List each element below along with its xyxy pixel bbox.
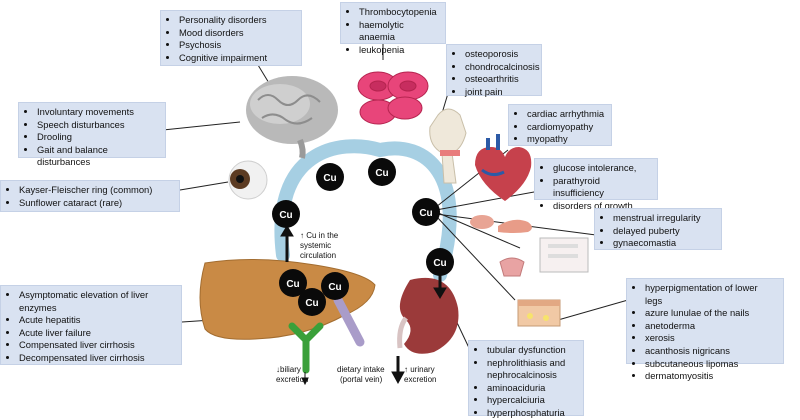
svg-text:Cu: Cu [279,210,292,221]
svg-text:Cu: Cu [433,258,446,269]
list-item: acanthosis nigricans [645,345,777,358]
list-item: hyperphosphaturia [487,407,577,420]
list-item: Acute hepatitis [19,314,175,327]
endocrine-glands-illustration [470,215,532,233]
svg-text:Cu: Cu [328,282,341,293]
reproductive-organs-illustration [499,237,589,277]
list-item: azure lunulae of the nails [645,307,777,320]
heart-box: cardiac arrhythmia cardiomyopathy myopat… [508,104,612,146]
list-item: nephrolithiasis and nephrocalcinosis [487,357,577,382]
eye-box: Kayser-Fleischer ring (common) Sunflower… [0,180,180,212]
svg-text:Cu: Cu [305,298,318,309]
dietary-note-line-2: (portal vein) [340,375,383,384]
blood-box: Thrombocytopenia haemolytic anaemia leuk… [340,2,446,55]
list-item: Gait and balance disturbances [37,144,159,169]
list-item: Sunflower cataract (rare) [19,197,173,210]
list-item: xerosis [645,332,777,345]
list-item: Compensated liver cirrhosis [19,339,175,352]
list-item: myopathy [527,133,605,146]
list-item: Involuntary movements [37,106,159,119]
annotations: ↑ Cu in the systemic circulation ↓biliar… [276,231,436,384]
brain-psychiatric-box: Personality disorders Mood disorders Psy… [160,10,302,66]
endocrine-box: glucose intolerance, parathyroid insuffi… [534,158,658,211]
list-item: joint pain [465,86,535,99]
portal-vein-illustration [333,295,365,347]
copper-node-liver-1: Cu [279,269,307,297]
brain-motor-box: Involuntary movements Speech disturbance… [18,102,166,167]
list-item: Psychosis [179,39,295,52]
list-item: Personality disorders [179,14,295,27]
copper-node-organs: Cu [412,198,440,226]
heart-illustration [475,134,532,201]
list-item: subcutaneous lipomas [645,358,777,371]
copper-node-eye: Cu [272,200,300,228]
list-item: Decompensated liver cirrhosis [19,352,175,365]
list-item: anetoderma [645,320,777,333]
list-item: osteoporosis [465,48,535,61]
bile-duct-illustration [288,322,324,374]
list-item: hypercalciuria [487,394,577,407]
list-item: dermatomyositis [645,370,777,383]
copper-node-blood: Cu [368,158,396,186]
svg-text:Cu: Cu [323,173,336,184]
kidney-illustration [397,277,459,354]
list-item: menstrual irregularity [613,212,715,225]
red-blood-cells-illustration [357,71,429,125]
list-item: Thrombocytopenia [359,6,439,19]
list-item: tubular dysfunction [487,344,577,357]
skin-cross-section-illustration [517,299,561,327]
list-item: delayed puberty [613,225,715,238]
copper-node-brain: Cu [316,163,344,191]
list-item: chondrocalcinosis [465,61,540,74]
svg-text:Cu: Cu [375,168,388,179]
list-item: cardiomyopathy [527,121,605,134]
copper-node-liver-2: Cu [321,272,349,300]
bone-box: osteoporosis chondrocalcinosis osteoarth… [446,44,542,99]
flow-arrows [280,225,447,386]
copper-nodes: Cu Cu Cu Cu Cu Cu Cu Cu [272,158,454,316]
biliary-note-line-2: excretion [276,375,308,384]
systemic-circulation-arc [274,139,457,282]
list-item: Asymptomatic elevation of liver enzymes [19,289,175,314]
list-item: gynaecomastia [613,237,715,250]
list-item: Mood disorders [179,27,295,40]
liver-box: Asymptomatic elevation of liver enzymes … [0,285,182,365]
svg-text:Cu: Cu [419,208,432,219]
biliary-note-line-1: ↓biliary [276,365,301,374]
connector-lines [162,42,629,351]
urinary-note-line-2: excretion [404,375,436,384]
reproductive-box: menstrual irregularity delayed puberty g… [594,208,722,250]
list-item: glucose intolerance, [553,162,651,175]
list-item: aminoaciduria [487,382,577,395]
list-item: haemolytic anaemia [359,19,439,44]
list-item: disorders of growth [553,200,651,213]
knee-joint-illustration [429,108,467,184]
eye-illustration [228,160,268,200]
list-item: Cognitive impairment [179,52,295,65]
list-item: Acute liver failure [19,327,175,340]
brain-illustration [246,76,338,159]
list-item: Kayser-Fleischer ring (common) [19,184,173,197]
systemic-note-line-3: circulation [300,251,336,260]
urinary-note-line-1: ↑ urinary [404,365,435,374]
kidney-box: tubular dysfunction nephrolithiasis and … [468,340,584,418]
list-item: osteoarthritis [465,73,535,86]
list-item: parathyroid insufficiency [553,175,651,200]
list-item: cardiac arrhythmia [527,108,605,121]
dietary-note-line-1: dietary intake [337,365,385,374]
copper-node-kidney: Cu [426,248,454,276]
list-item: leukopenia [359,44,439,57]
systemic-note-line-1: ↑ Cu in the [300,231,339,240]
skin-box: hyperpigmentation of lower legs azure lu… [626,278,784,381]
list-item: hyperpigmentation of lower legs [645,282,777,307]
list-item: Speech disturbances [37,119,159,132]
list-item: Drooling [37,131,159,144]
copper-node-liver-3: Cu [298,288,326,316]
svg-text:Cu: Cu [286,279,299,290]
systemic-note-line-2: systemic [300,241,331,250]
